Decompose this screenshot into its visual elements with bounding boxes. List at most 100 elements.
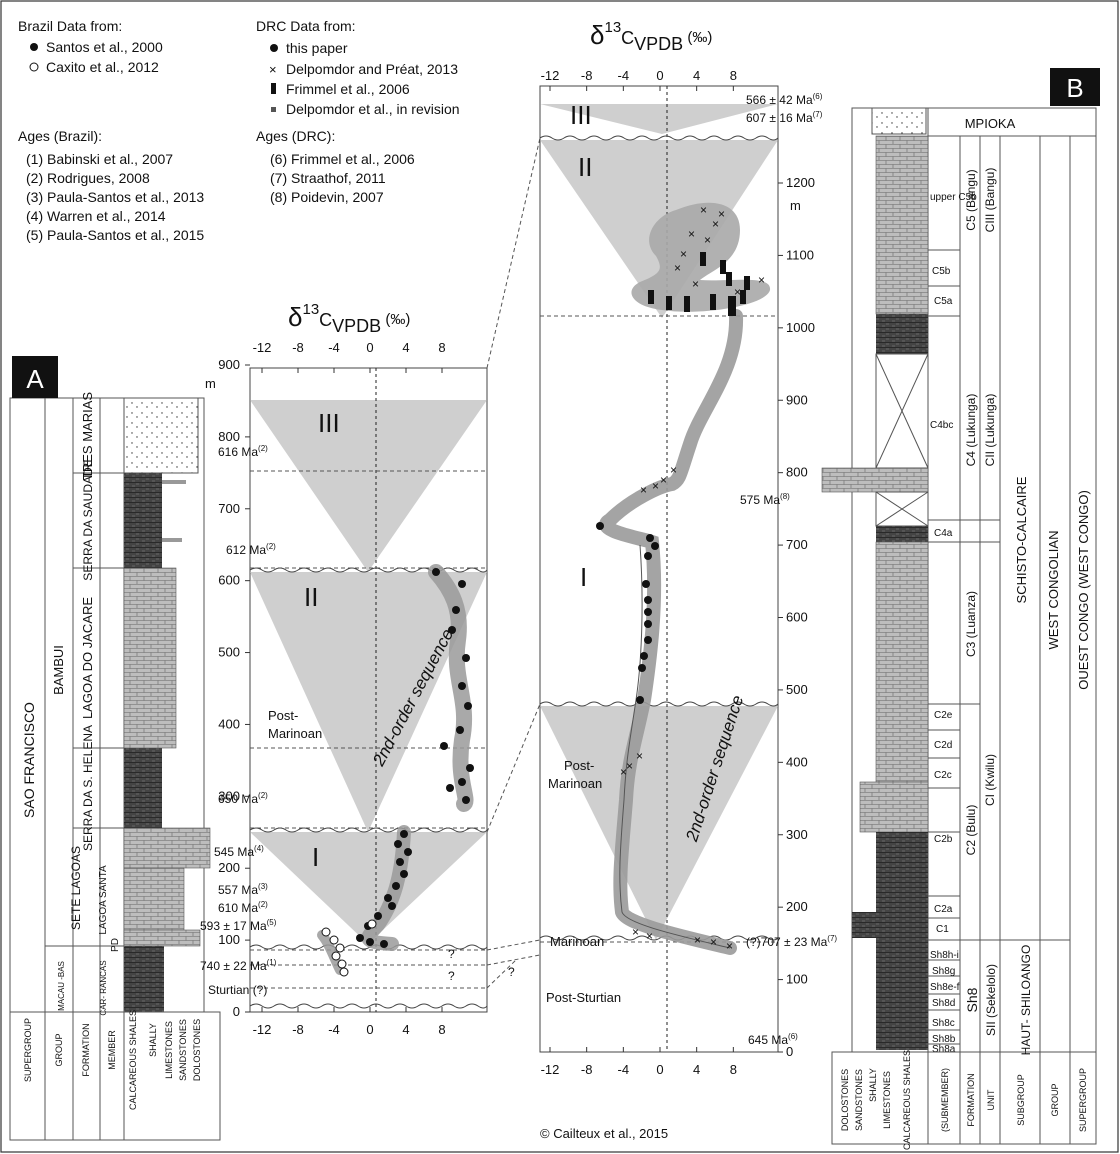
panel-a-ages: 616 Ma(2) 612 Ma(2) 650 Ma(2) 545 Ma(4) … (200, 444, 277, 973)
svg-text:×: × (640, 483, 647, 497)
y-tick-label: 300 (786, 827, 808, 842)
y-tick-label: 400 (218, 716, 240, 731)
svg-text:616 Ma(2): 616 Ma(2) (218, 444, 268, 459)
y-tick-label: 1000 (786, 320, 815, 335)
panel-b-plot: ×××××××××× ×××× ××× ××××× III II I Post-… (539, 19, 837, 1053)
strat-b-unit: CIII (Bangu) (983, 168, 997, 233)
strat-a-supergroup: SAO FRANCISCO (21, 702, 37, 818)
open-circle-icon (29, 62, 39, 72)
black-bar-icon (271, 83, 276, 94)
svg-text:610 Ma(2): 610 Ma(2) (218, 900, 268, 915)
x-tick-label: -12 (541, 1062, 560, 1077)
svg-text:C5b: C5b (932, 266, 951, 277)
age-label: 566 ± 42 Ma (746, 93, 813, 107)
x-tick-label: 4 (693, 1062, 700, 1077)
x-tick-label: -4 (328, 1022, 340, 1037)
y-tick-label: 500 (786, 682, 808, 697)
svg-text:(SUBMEMBER): (SUBMEMBER) (940, 1068, 950, 1132)
y-tick-label: 600 (218, 573, 240, 588)
strat-a-footer: SHALLY (148, 1023, 158, 1057)
annotation-post-marinoan: Post- (564, 758, 594, 773)
age-label: 575 Ma (740, 493, 780, 507)
strat-b-formation: Sh8 (964, 987, 980, 1012)
svg-text:×: × (692, 277, 699, 291)
annotation-marinoan: Marinoan (550, 934, 604, 949)
strat-b-mpioka: MPIOKA (965, 116, 1016, 131)
annotation-post-sturtian: Post-Sturtian (546, 990, 621, 1005)
y-tick-label: 0 (786, 1044, 793, 1059)
strat-a-footer: CALCAREOUS SHALES (128, 1010, 138, 1110)
x-tick-label: -8 (292, 340, 304, 355)
y-tick-label: 800 (218, 429, 240, 444)
panel-b-ages: 566 ± 42 Ma(6) 607 ± 16 Ma(7) 575 Ma(8) … (740, 92, 837, 1047)
svg-text:×: × (758, 273, 765, 287)
strat-a-footer: GROUP (54, 1033, 64, 1066)
sequence-triangle (250, 572, 487, 832)
svg-text:740 ± 22 Ma(1): 740 ± 22 Ma(1) (200, 958, 277, 973)
svg-text:×: × (626, 759, 633, 773)
svg-text:SUPERGROUP: SUPERGROUP (1078, 1068, 1088, 1132)
delta13c-points-a (356, 568, 474, 948)
age-ref-brazil: (5) Paula-Santos et al., 2015 (26, 227, 204, 243)
strat-b-subgroup: SCHISTO-CALCAIRE (1014, 476, 1029, 603)
strat-b-unit: SII (Sekelolo) (984, 964, 998, 1036)
x-tick-label: 4 (402, 1022, 409, 1037)
age-ref: (3) (258, 882, 268, 891)
legend-brazil-item-1: Santos et al., 2000 (46, 39, 163, 55)
unconformity (539, 135, 779, 141)
age-ref: (8) (780, 492, 790, 501)
panel-a-plot: III II I Post- Marinoan 2nd-order sequen… (200, 301, 515, 1013)
annotation-sturtian: Sturtian (?) (208, 983, 267, 997)
svg-text:545 Ma(4): 545 Ma(4) (214, 844, 264, 859)
svg-text:×: × (694, 933, 701, 947)
svg-text:593 ± 17 Ma(5): 593 ± 17 Ma(5) (200, 918, 277, 933)
strat-a-formation: SERRA DA SAUDADE (81, 459, 95, 580)
x-tick-label: -8 (581, 68, 593, 83)
svg-text:C2d: C2d (934, 740, 952, 751)
panel-a-strat-column: SAO FRANCISCO BAMBUI TRES MARIAS SERRA D… (9, 392, 221, 1141)
svg-text:LIMESTONES: LIMESTONES (882, 1071, 892, 1129)
age-label: 610 Ma (218, 901, 258, 915)
strat-b-unit: CI (Kwilu) (983, 754, 997, 806)
legend-drc-item-4: Delpomdor et al., in revision (286, 101, 460, 117)
svg-text:FORMATION: FORMATION (966, 1073, 976, 1126)
cross-markers-b: ×××××××××× ×××× ××× ××××× (620, 203, 765, 953)
delta13c-open-points-a (321, 919, 377, 977)
age-ref: (7) (827, 934, 837, 943)
strat-b-formation: C5 (Bangu) (964, 169, 978, 230)
svg-text:GROUP: GROUP (1050, 1083, 1060, 1116)
x-tick-label: -12 (253, 1022, 272, 1037)
axis-title-b: δ13CVPDB (‰) (590, 19, 712, 54)
age-label: 545 Ma (214, 845, 254, 859)
age-ref: (6) (813, 92, 823, 101)
black-bars-b (648, 252, 750, 316)
svg-text:557 Ma(3): 557 Ma(3) (218, 882, 268, 897)
svg-text:Sh8b: Sh8b (932, 1034, 956, 1045)
age-ref: (2) (258, 444, 268, 453)
sequence-label: III (318, 408, 340, 438)
sequence-label: III (570, 100, 592, 130)
age-ref-drc: (6) Frimmel et al., 2006 (270, 151, 415, 167)
svg-text:×: × (726, 939, 733, 953)
age-label: 593 ± 17 Ma (200, 919, 267, 933)
unconformity (249, 567, 488, 573)
svg-text:650 Ma(2): 650 Ma(2) (218, 791, 268, 806)
sequence-triangle (540, 104, 778, 134)
legend-drc-item-1: this paper (286, 40, 348, 56)
strat-a-member: MACAU -BAS (57, 961, 66, 1011)
age-label: 607 ± 16 Ma (746, 111, 813, 125)
svg-text:×: × (700, 203, 707, 217)
y-tick-label: 200 (218, 860, 240, 875)
x-tick-label: -12 (253, 340, 272, 355)
ages-drc-title: Ages (DRC): (256, 128, 335, 144)
svg-text:×: × (712, 217, 719, 231)
age-ref: (6) (788, 1032, 798, 1041)
strat-b-supergroup: OUEST CONGO (WEST CONGO) (1076, 490, 1091, 690)
panel-a-label: A (26, 364, 44, 394)
svg-text:Sh8h-i: Sh8h-i (930, 950, 959, 961)
annotation-question: ? (508, 965, 515, 979)
strat-b-formation: C3 (Luanza) (964, 591, 978, 657)
